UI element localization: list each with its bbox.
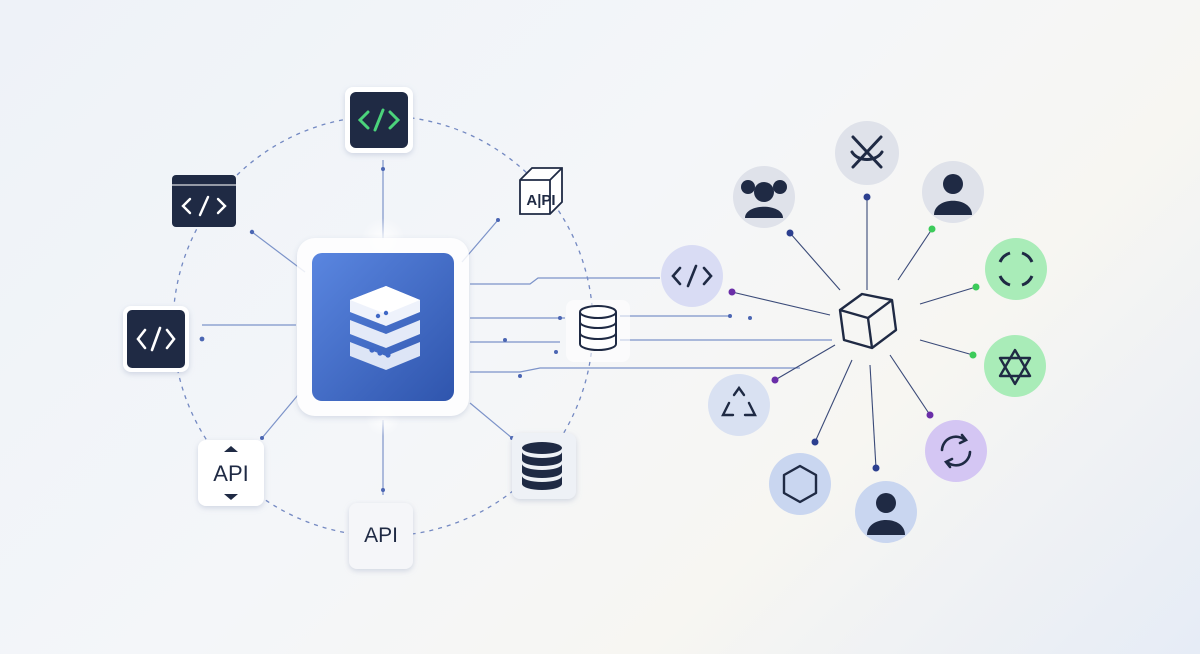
hexagon-node xyxy=(769,453,831,515)
users-icon xyxy=(741,180,787,218)
users-node xyxy=(733,166,795,228)
star-of-david-icon xyxy=(998,348,1032,386)
refresh-icon xyxy=(998,251,1034,287)
left-cluster: A|PI API xyxy=(123,87,832,569)
api-framed-node: API xyxy=(198,440,264,506)
code-icon xyxy=(671,264,713,288)
refresh-node-purple xyxy=(925,420,987,482)
code-node-top xyxy=(345,87,413,153)
database-node xyxy=(566,300,630,362)
database-solid-node xyxy=(512,433,576,499)
hub-spokes xyxy=(202,160,832,495)
refresh-node-green xyxy=(985,238,1047,300)
code-node-left xyxy=(123,306,189,372)
triangle-icon xyxy=(721,385,757,417)
connector-dots xyxy=(199,167,752,492)
user-node-top xyxy=(922,161,984,223)
user-node-bottom xyxy=(855,481,917,543)
server-hub xyxy=(297,218,469,436)
cube-spokes xyxy=(731,197,977,469)
crossed-node xyxy=(835,121,899,185)
crossed-icon xyxy=(850,135,884,169)
hexagon-icon xyxy=(782,464,818,504)
code-window-node xyxy=(172,175,236,227)
api-framed-label: API xyxy=(213,461,248,486)
spoke-dots xyxy=(728,193,980,472)
triangle-node xyxy=(708,374,770,436)
code-icon xyxy=(136,326,176,352)
api-text-label: API xyxy=(364,524,398,547)
api-cube-node: A|PI xyxy=(519,167,563,215)
right-cluster xyxy=(661,121,1047,543)
refresh-icon xyxy=(940,433,972,469)
code-window-icon xyxy=(181,195,227,217)
user-icon xyxy=(934,174,972,215)
cube-icon xyxy=(838,292,898,350)
code-node-right xyxy=(661,245,723,307)
user-icon xyxy=(867,493,905,535)
database-solid-icon xyxy=(522,442,562,490)
server-stack-icon xyxy=(350,286,420,370)
api-cube-label: A|PI xyxy=(526,192,555,209)
star-node-green xyxy=(984,335,1046,397)
api-text-node: API xyxy=(349,503,413,569)
code-icon xyxy=(357,108,401,132)
